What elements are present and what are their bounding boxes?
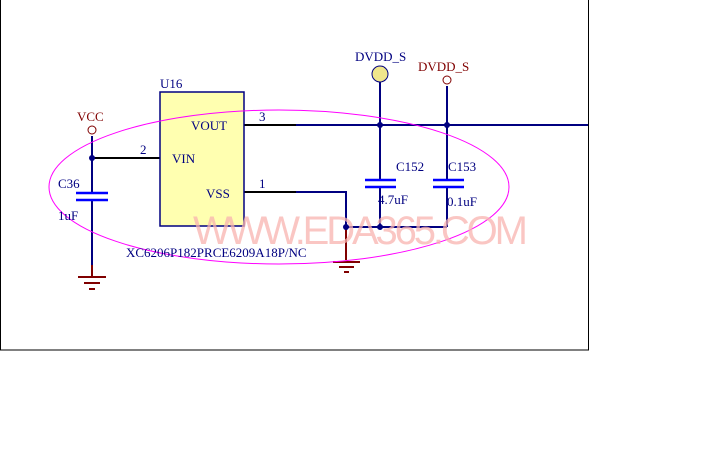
vcc-label: VCC [77,109,104,124]
pin-num-1: 1 [259,176,266,191]
u16-part: XC6206P182PRCE6209A18P/NC [126,245,307,260]
dvdd-label-1: DVDD_S [355,49,406,64]
pin-vin: VIN [172,151,196,166]
dvdd-label-2: DVDD_S [418,59,469,74]
c153-ref: C153 [448,159,476,174]
pin-vout: VOUT [191,118,227,133]
sheet-border [0,0,589,351]
capacitor-plates [76,178,464,202]
dvdd-power-icon [371,65,389,83]
c153-value: 0.1uF [447,194,477,209]
c152-ref: C152 [396,159,424,174]
wires [91,82,588,276]
u16-ref: U16 [160,76,183,91]
pin-num-2: 2 [140,142,147,157]
c36-value: 1uF [58,208,78,223]
watermark: WWW.EDA365.COM [193,209,528,253]
highlight-ellipse [48,109,510,265]
c152-value: 4.7uF [378,192,408,207]
c36-ref: C36 [58,176,80,191]
vcc-port-icon [87,125,97,135]
pin-num-3: 3 [259,109,266,124]
ground-icon [78,261,360,290]
junctions [89,122,450,230]
pin-vss: VSS [206,186,230,201]
dvdd-port-icon [442,75,452,85]
